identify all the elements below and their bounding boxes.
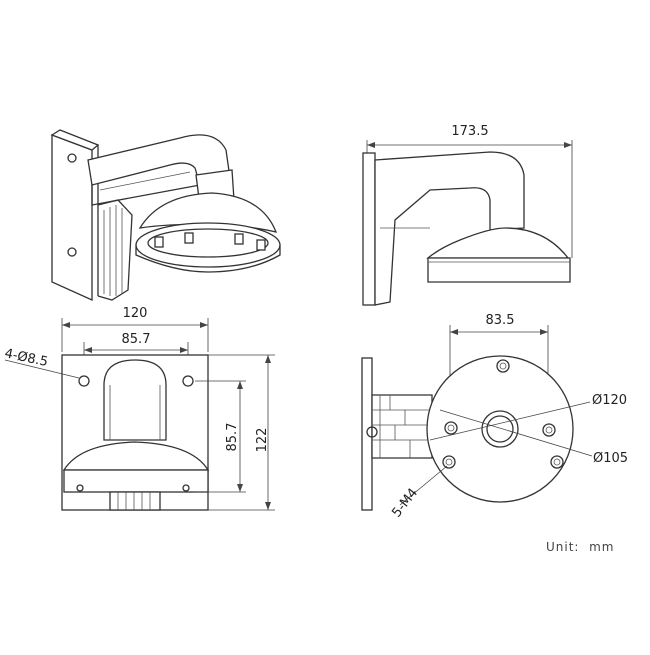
dim-bolt-spacing: 83.5 <box>486 313 515 328</box>
label-mount-holes: 4-Ø8.5 <box>3 346 49 370</box>
label-screw-holes: 5-M4 <box>389 486 421 521</box>
isometric-view <box>50 129 281 302</box>
label-bolt-circle-dia: Ø105 <box>593 451 628 466</box>
label-outer-dia: Ø120 <box>592 393 627 408</box>
dim-overall-depth: 173.5 <box>451 124 488 139</box>
side-view: 173.5 <box>362 124 573 306</box>
dim-hole-spacing-h: 85.7 <box>122 332 151 347</box>
dim-base-height: 122 <box>255 428 270 453</box>
dim-hole-spacing-v: 85.7 <box>225 423 240 452</box>
front-view: 120 85.7 4-Ø8.5 85 <box>3 306 275 511</box>
unit-label: Unit: mm <box>546 540 614 554</box>
dim-base-width: 120 <box>123 306 148 321</box>
bottom-view: 83.5 Ø120 Ø105 5-M4 <box>361 313 628 521</box>
